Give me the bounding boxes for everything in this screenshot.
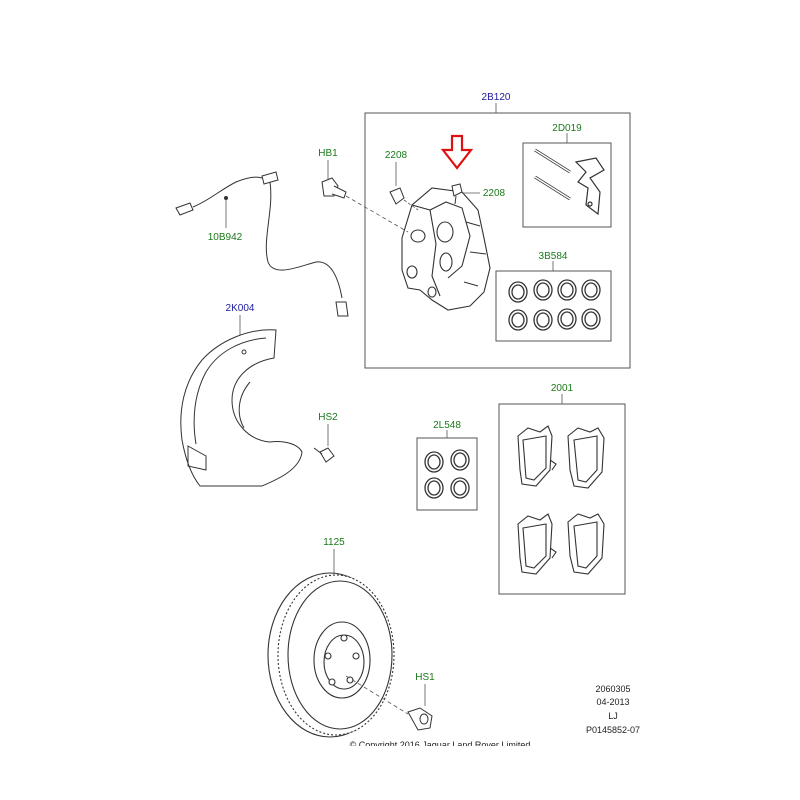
ref-number: 2060305 bbox=[595, 684, 631, 694]
label-2k004: 2K004 bbox=[226, 303, 255, 314]
highlight-arrow-icon bbox=[440, 134, 474, 170]
label-1125: 1125 bbox=[323, 537, 345, 548]
caliper-group-box bbox=[364, 112, 631, 369]
brake-caliper-icon bbox=[401, 187, 491, 311]
diagram-date: 04-2013 bbox=[596, 697, 630, 707]
disc-screw-icon bbox=[407, 707, 433, 731]
seal-kit-box bbox=[495, 270, 612, 342]
label-3b584: 3B584 bbox=[539, 251, 568, 262]
seal-ring-icon bbox=[508, 279, 601, 331]
label-2l548: 2L548 bbox=[433, 420, 461, 431]
label-2b120: 2B120 bbox=[482, 92, 511, 103]
label-2208-right: 2208 bbox=[483, 188, 506, 199]
label-2208-left: 2208 bbox=[385, 150, 408, 161]
bleed-screw-icon bbox=[389, 187, 405, 205]
label-2d019: 2D019 bbox=[552, 123, 582, 134]
anti-rattle-spring-icon bbox=[574, 157, 605, 216]
brake-pad-box bbox=[498, 403, 626, 595]
brake-pad-icon bbox=[517, 425, 605, 575]
shield-screw-icon bbox=[313, 447, 335, 463]
label-hs2: HS2 bbox=[318, 412, 338, 423]
label-hs1: HS1 bbox=[415, 672, 435, 683]
label-hb1: HB1 bbox=[318, 148, 338, 159]
copyright-notice: © Copyright 2016 Jaguar Land Rover Limit… bbox=[349, 740, 531, 746]
guide-pin-icon bbox=[534, 148, 571, 201]
part-code: P0145852-07 bbox=[585, 725, 641, 735]
label-2001: 2001 bbox=[551, 383, 574, 394]
splash-shield-icon bbox=[180, 329, 303, 487]
wear-sensor-icon bbox=[175, 171, 349, 317]
piston-seal-kit-box bbox=[416, 437, 478, 511]
bleed-screw-icon bbox=[451, 183, 463, 205]
brake-disc-icon bbox=[267, 572, 395, 738]
piston-seal-icon bbox=[424, 449, 470, 499]
author-initials: LJ bbox=[608, 711, 618, 721]
caliper-bolt-icon bbox=[321, 177, 347, 199]
label-10b942: 10B942 bbox=[208, 232, 243, 243]
